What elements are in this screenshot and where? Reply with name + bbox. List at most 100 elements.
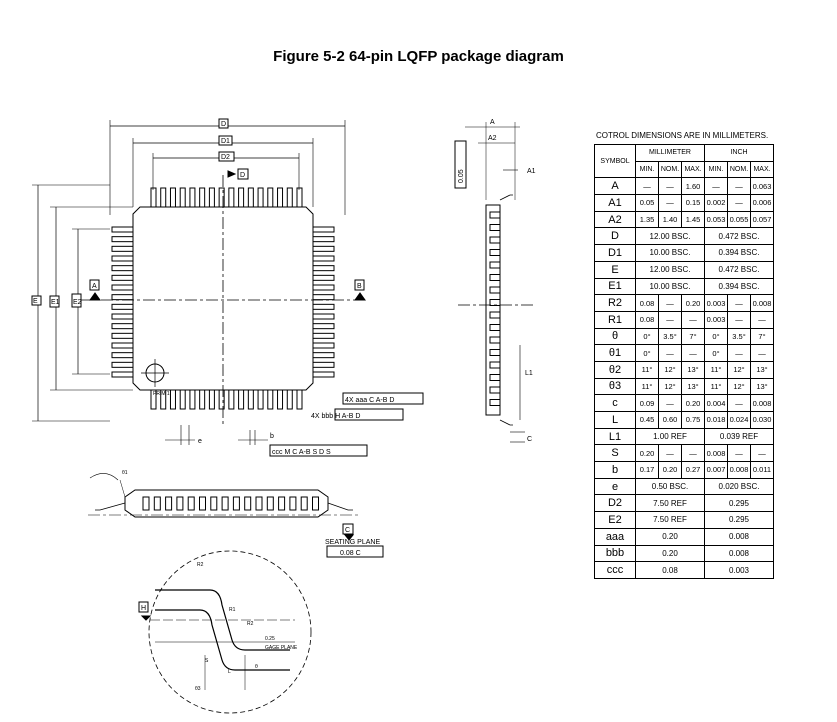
lead	[489, 361, 501, 369]
detail-R1-label: R1	[229, 607, 236, 613]
value-cell: 0.008	[750, 394, 774, 412]
lead	[187, 496, 195, 511]
detail-S-label: S	[205, 658, 209, 664]
lead	[312, 332, 335, 339]
value-cell: 0.27	[681, 461, 705, 479]
lead	[489, 399, 501, 406]
front-leads	[142, 496, 319, 511]
lead	[160, 389, 167, 410]
symbol-cell: c	[594, 394, 636, 412]
value-cell-inch: 0.472 BSC.	[704, 227, 774, 246]
value-cell: —	[635, 177, 659, 196]
value-cell: 11°	[704, 360, 728, 379]
value-cell-mm: 0.08	[635, 561, 705, 579]
lead	[111, 303, 134, 310]
value-cell: 0.60	[658, 411, 682, 429]
lead	[189, 389, 196, 410]
value-cell: 0.20	[635, 444, 659, 463]
lead	[238, 187, 245, 208]
lead	[199, 187, 206, 208]
value-cell: —	[658, 394, 682, 412]
lead	[312, 294, 335, 301]
symbol-cell: E2	[594, 511, 636, 529]
lead	[286, 389, 293, 410]
value-cell-mm: 1.00 REF	[635, 427, 705, 446]
lead	[169, 389, 176, 410]
lead	[142, 496, 150, 511]
lead	[111, 265, 134, 272]
value-cell: —	[681, 444, 705, 463]
symbol-cell: A1	[594, 194, 636, 212]
lead	[489, 324, 501, 331]
value-cell-mm: 7.50 REF	[635, 494, 705, 513]
lead	[160, 187, 167, 208]
lead	[111, 342, 134, 349]
symbol-cell: R2	[594, 294, 636, 312]
lead	[312, 342, 335, 349]
lead	[489, 336, 501, 344]
dim-D2-label: D2	[221, 154, 230, 161]
symbol-cell: D2	[594, 494, 636, 513]
lead	[257, 187, 264, 208]
value-cell-inch: 0.003	[704, 561, 774, 579]
datum-A-label: A	[92, 283, 97, 290]
symbol-cell: aaa	[594, 527, 636, 546]
value-cell: 12°	[658, 377, 682, 396]
value-cell: 13°	[750, 377, 774, 396]
detail-R2b-label: R2	[247, 621, 254, 627]
lead	[208, 389, 215, 410]
table-caption: COTROL DIMENSIONS ARE IN MILLIMETERS.	[596, 131, 769, 140]
detail-view	[138, 550, 312, 714]
value-cell: 0.024	[727, 411, 751, 429]
lead	[111, 352, 134, 359]
lead	[489, 286, 501, 294]
value-cell: 0.002	[704, 194, 728, 212]
lead	[296, 389, 303, 410]
leads-left	[111, 226, 134, 378]
lead	[218, 187, 225, 208]
leads-right	[312, 226, 335, 378]
value-cell-inch: 0.039 REF	[704, 427, 774, 446]
lead	[199, 389, 206, 410]
value-cell: —	[727, 194, 751, 212]
value-cell: 13°	[750, 360, 774, 379]
value-cell: 1.40	[658, 210, 682, 229]
value-cell-mm: 12.00 BSC.	[635, 227, 705, 246]
value-cell: 0.055	[727, 210, 751, 229]
subheader: MIN.	[635, 160, 659, 179]
width-b-label: b	[270, 433, 274, 440]
value-cell: —	[658, 177, 682, 196]
gage-dim-label: 0.25	[265, 636, 275, 642]
value-cell: —	[750, 344, 774, 362]
lead	[111, 323, 134, 330]
dim-A2-label: A2	[488, 135, 497, 142]
lead	[176, 496, 184, 511]
value-cell: 0.011	[750, 461, 774, 479]
symbol-cell: θ3	[594, 377, 636, 396]
value-cell: 7°	[681, 327, 705, 346]
value-cell: 0.008	[727, 461, 751, 479]
lead	[111, 313, 134, 320]
coplanarity-fcf: 0.08 C	[340, 550, 361, 557]
lead	[267, 389, 274, 410]
millimeter-header: MILLIMETER	[635, 144, 705, 162]
value-cell-inch: 0.394 BSC.	[704, 244, 774, 262]
value-cell: 0.45	[635, 411, 659, 429]
lead	[218, 389, 225, 410]
value-cell: 0.008	[750, 294, 774, 312]
subheader: NOM.	[727, 160, 751, 179]
value-cell: 0°	[704, 327, 728, 346]
value-cell: 0.004	[704, 394, 728, 412]
value-cell: —	[658, 194, 682, 212]
value-cell: 0.057	[750, 210, 774, 229]
lead	[312, 496, 319, 511]
pin1-marking: PRIM 1	[153, 391, 170, 397]
value-cell: 0.003	[704, 294, 728, 312]
lead	[312, 236, 335, 243]
